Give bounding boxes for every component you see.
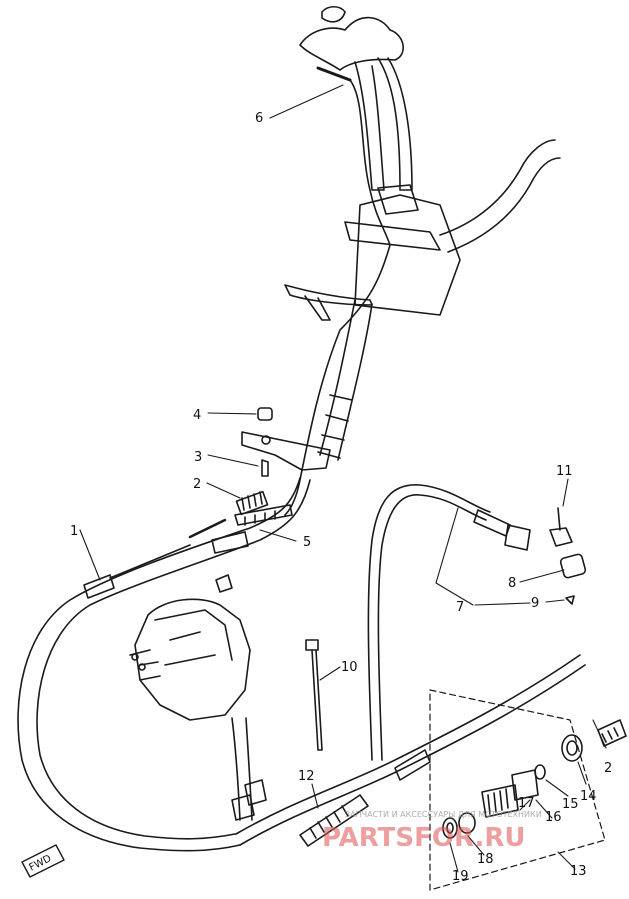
- watermark-logo: PARTSFOR.RU: [322, 823, 525, 853]
- fwd-arrow: FWD: [21, 844, 65, 878]
- callout-2b: 2: [604, 761, 612, 776]
- callout-14: 14: [580, 789, 597, 804]
- control-cable-bundle: [17, 477, 586, 852]
- callout-3: 3: [194, 450, 202, 465]
- callout-18: 18: [477, 852, 494, 867]
- callout-12: 12: [298, 769, 315, 784]
- watermark-caption: ЗАПЧАСТИ И АКСЕССУАРЫ ДЛЯ МОТОТЕХНИКИ: [345, 810, 542, 819]
- callout-19: 19: [452, 869, 469, 884]
- callout-9: 9: [531, 596, 539, 611]
- callout-2: 2: [193, 477, 201, 492]
- callout-17: 17: [518, 796, 535, 811]
- cable-tie-10: [305, 639, 323, 751]
- callout-5: 5: [303, 535, 311, 550]
- callout-10: 10: [341, 660, 358, 675]
- fitting-assembly-13: [429, 689, 627, 891]
- callout-labels: 1 2 3 4 5 6 7 8 9 10 11 12 13 14 15 16 1…: [70, 111, 612, 884]
- callout-6: 6: [255, 111, 263, 126]
- throttle-cable-6: [284, 66, 391, 516]
- callout-7: 7: [456, 600, 464, 615]
- fwd-label: FWD: [27, 853, 53, 874]
- leader-lines: [79, 84, 607, 873]
- handlebar-assembly: [241, 5, 561, 477]
- callout-4: 4: [193, 408, 201, 423]
- callout-11: 11: [556, 464, 573, 479]
- callout-13: 13: [570, 864, 587, 879]
- cable-7: [367, 484, 587, 761]
- callout-8: 8: [508, 576, 516, 591]
- callout-1: 1: [70, 524, 78, 539]
- engine-component: [129, 574, 267, 821]
- callout-16: 16: [545, 810, 562, 825]
- watermark: ЗАПЧАСТИ И АКСЕССУАРЫ ДЛЯ МОТОТЕХНИКИ PA…: [322, 810, 542, 853]
- callout-15: 15: [562, 797, 579, 812]
